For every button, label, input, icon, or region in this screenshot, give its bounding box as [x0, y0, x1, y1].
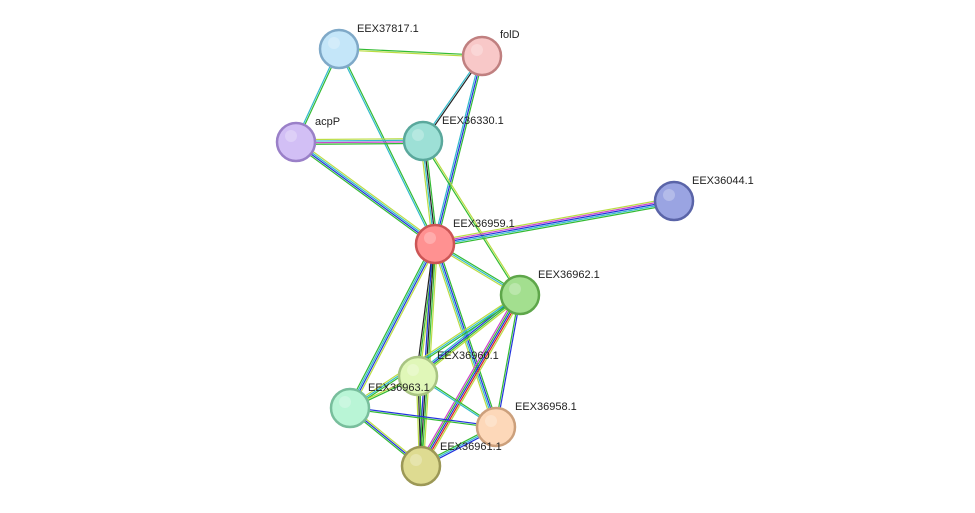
- node-acpP[interactable]: [275, 121, 317, 163]
- node-highlight: [412, 129, 424, 141]
- edge-EEX36962.1-EEX36958.1[interactable]: [494, 294, 522, 428]
- node-EEX36962.1[interactable]: [499, 274, 541, 316]
- edge-evidence-neighborhood: [294, 143, 434, 247]
- edge-EEX37817.1-EEX36959.1[interactable]: [337, 48, 437, 245]
- edge-evidence-neighborhood: [339, 48, 437, 244]
- edge-evidence-textmining: [295, 138, 423, 141]
- edge-evidence-databases: [337, 49, 435, 245]
- node-EEX36960.1[interactable]: [397, 355, 439, 397]
- edge-evidence-neighborhood: [349, 408, 496, 429]
- node-EEX36963.1[interactable]: [329, 387, 371, 429]
- node-label-EEX36963.1: EEX36963.1: [368, 382, 430, 394]
- edge-evidence-cooccurrence: [434, 55, 483, 245]
- node-highlight: [410, 454, 422, 466]
- node-EEX37817.1[interactable]: [318, 28, 360, 70]
- node-label-folD: folD: [500, 29, 520, 41]
- edge-evidence-databases: [432, 55, 482, 244]
- edge-evidence-textmining: [338, 49, 482, 58]
- edge-evidence-cooccurrence: [434, 200, 675, 245]
- edge-evidence-experiments: [417, 293, 518, 465]
- node-EEX36959.1[interactable]: [414, 223, 456, 265]
- edge-evidence-textmining: [419, 296, 522, 379]
- edge-EEX37817.1-folD[interactable]: [338, 47, 483, 58]
- edge-evidence-textmining: [351, 244, 438, 410]
- edge-evidence-cooccurrence: [420, 294, 521, 467]
- node-highlight: [328, 37, 340, 49]
- edge-evidence-neighborhood: [296, 142, 424, 145]
- edge-evidence-cooccurrence: [350, 244, 437, 409]
- edge-evidence-experiments: [296, 141, 424, 144]
- edge-evidence-databases: [296, 140, 436, 244]
- node-EEX36958.1[interactable]: [475, 406, 517, 448]
- edge-EEX36962.1-EEX36961.1[interactable]: [417, 293, 524, 468]
- edge-evidence-neighborhood: [494, 294, 520, 427]
- node-label-acpP: acpP: [315, 116, 340, 128]
- edge-folD-EEX36959.1[interactable]: [432, 55, 485, 245]
- node-highlight: [509, 283, 521, 295]
- edge-evidence-fusion: [421, 295, 522, 468]
- edge-evidence-neighborhood: [435, 56, 485, 245]
- edge-evidence-databases: [435, 201, 675, 247]
- edge-evidence-neighborhood: [418, 295, 521, 378]
- edge-evidence-databases: [349, 294, 521, 409]
- edge-evidence-experiments: [434, 198, 674, 244]
- node-folD[interactable]: [461, 35, 503, 77]
- edge-EEX36959.1-EEX36963.1[interactable]: [347, 242, 438, 410]
- node-highlight: [485, 415, 497, 427]
- node-highlight: [663, 189, 675, 201]
- edge-evidence-cooccurrence: [295, 142, 435, 246]
- edge-evidence-textmining: [434, 197, 674, 242]
- node-label-EEX36330.1: EEX36330.1: [442, 115, 504, 127]
- edge-evidence-textmining: [423, 296, 524, 468]
- edge-evidence-neighborhood: [421, 141, 520, 296]
- node-EEX36961.1[interactable]: [400, 445, 442, 487]
- node-EEX36044.1[interactable]: [653, 180, 695, 222]
- labels-layer: EEX37817.1 folD acpP EEX36330.1EEX36044.1EE…: [315, 23, 754, 453]
- edge-EEX36330.1-EEX36962.1[interactable]: [421, 140, 522, 296]
- node-EEX36330.1[interactable]: [402, 120, 444, 162]
- edge-EEX36963.1-EEX36958.1[interactable]: [349, 406, 497, 429]
- edge-evidence-neighborhood: [347, 242, 434, 408]
- node-label-EEX36958.1: EEX36958.1: [515, 401, 577, 413]
- nodes-layer: [275, 28, 695, 487]
- node-highlight: [471, 44, 483, 56]
- edge-acpP-EEX36959.1[interactable]: [294, 139, 437, 247]
- edge-evidence-neighborhood: [350, 295, 522, 410]
- edge-evidence-cooccurrence: [350, 406, 497, 427]
- edge-evidence-neighborhood: [419, 293, 520, 466]
- edge-evidence-coexpression: [415, 243, 435, 376]
- node-label-EEX36044.1: EEX36044.1: [692, 175, 754, 187]
- node-label-EEX36960.1: EEX36960.1: [437, 350, 499, 362]
- edge-evidence-neighborhood: [417, 243, 436, 377]
- edge-evidence-textmining: [297, 139, 437, 243]
- edge-evidence-databases: [295, 139, 423, 142]
- node-label-EEX36961.1: EEX36961.1: [440, 441, 502, 453]
- node-highlight: [407, 364, 419, 376]
- edge-EEX36962.1-EEX36963.1[interactable]: [348, 293, 522, 410]
- node-label-EEX36962.1: EEX36962.1: [538, 269, 600, 281]
- edge-evidence-textmining: [423, 140, 522, 295]
- edge-evidence-neighborhood: [339, 47, 483, 56]
- edge-evidence-textmining: [348, 293, 520, 408]
- edge-evidence-databases: [348, 243, 435, 408]
- node-highlight: [285, 130, 297, 142]
- edge-acpP-EEX36330.1[interactable]: [295, 138, 424, 145]
- node-label-EEX36959.1: EEX36959.1: [453, 218, 515, 230]
- edge-evidence-cooccurrence: [496, 295, 522, 428]
- edge-EEX36959.1-EEX36044.1[interactable]: [434, 197, 675, 248]
- node-label-EEX37817.1: EEX37817.1: [357, 23, 419, 35]
- edge-evidence-neighborhood: [435, 203, 675, 248]
- node-highlight: [424, 232, 436, 244]
- node-highlight: [339, 396, 351, 408]
